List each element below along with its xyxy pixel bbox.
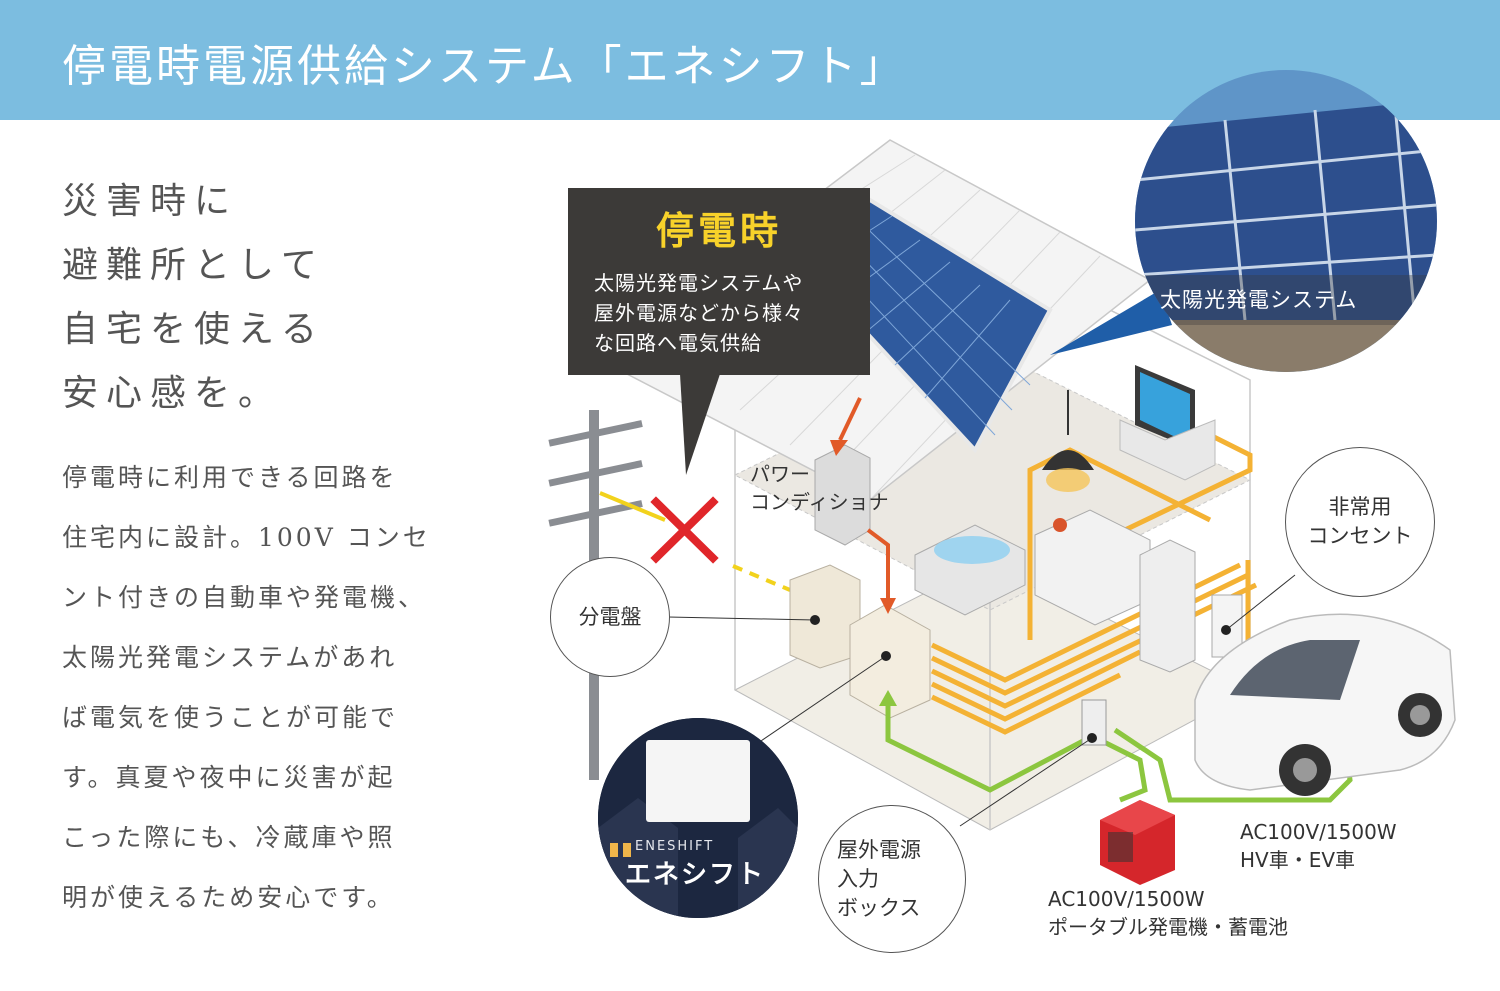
distribution-board-label: 分電盤 [550, 557, 670, 677]
label-line: ボックス [837, 895, 921, 920]
label-line: 非常用 [1328, 495, 1392, 519]
generator-label: AC100V/1500W ポータブル発電機・蓄電池 [1048, 885, 1288, 941]
pot [1053, 518, 1067, 532]
power-conditioner-label: パワー コンディショナ [750, 460, 889, 516]
product-name: エネシフト [625, 860, 766, 890]
catch-line: 自宅を使える [62, 309, 325, 350]
callout-line: 太陽光発電システムや [594, 271, 804, 295]
grid-line-dashed [732, 564, 791, 592]
page-title: 停電時電源供給システム「エネシフト」 [62, 41, 907, 92]
catch-line: 安心感を。 [62, 373, 283, 414]
solar-photo-caption: 太陽光発電システム [1160, 288, 1358, 312]
description-line: 明が使えるため安心です。 [62, 883, 395, 912]
bathtub-water [934, 536, 1010, 564]
description-line: 住宅内に設計。100V コンセ [62, 523, 431, 552]
catch-line: 災害時に [62, 181, 239, 222]
label-line: 入力 [837, 866, 879, 891]
description-line: 停電時に利用できる回路を [62, 463, 398, 492]
pointer-dot [1087, 733, 1097, 743]
callout-title: 停電時 [655, 209, 782, 253]
cut-cross-icon [650, 496, 719, 564]
lamp-light [1046, 468, 1090, 492]
label-line: コンディショナ [750, 490, 889, 514]
outage-callout: 停電時 太陽光発電システムや 屋外電源などから様々 な回路へ電気供給 [568, 188, 870, 375]
arrow-head [879, 690, 897, 706]
arrow-head [880, 598, 896, 614]
description-line: す。真夏や夜中に災害が起 [62, 763, 396, 792]
label-line: AC100V/1500W [1240, 820, 1397, 844]
description-line: ば電気を使うことが可能で [62, 703, 399, 732]
grid-line [599, 491, 666, 522]
pointer-dot [810, 615, 820, 625]
label-line: HV車・EV車 [1240, 848, 1356, 872]
vehicle-label: AC100V/1500W HV車・EV車 [1240, 818, 1397, 874]
callout-line: 屋外電源などから様々 [594, 301, 804, 325]
description-line: ント付きの自動車や発電機、 [62, 583, 427, 612]
photo-pointer [1050, 290, 1172, 355]
callout-line: な回路へ電気供給 [594, 331, 762, 355]
outdoor-input-label: 屋外電源 入力 ボックス [818, 805, 966, 953]
product-brand: ENESHIFT [635, 839, 715, 854]
label-line: 分電盤 [578, 604, 642, 629]
refrigerator [1139, 539, 1196, 673]
car [1194, 613, 1456, 796]
pointer-lines [667, 574, 1296, 827]
description-line: こった際にも、冷蔵庫や照 [62, 823, 396, 852]
label-line: コンセント [1307, 524, 1413, 548]
catch-copy: 災害時に 避難所として 自宅を使える 安心感を。 [62, 170, 382, 426]
arrow-head [830, 440, 848, 456]
label-line: パワー [750, 462, 810, 486]
emergency-outlet-label: 非常用 コンセント [1285, 447, 1435, 597]
description-line: 太陽光発電システムがあれ [62, 643, 398, 672]
tv-screen [1140, 372, 1190, 444]
catch-line: 避難所として [62, 245, 325, 286]
tv-stand [1119, 419, 1216, 481]
callout-body: 太陽光発電システムや 屋外電源などから様々 な回路へ電気供給 [594, 268, 864, 358]
solar-photo [1135, 70, 1437, 372]
pointer-dot [881, 651, 891, 661]
label-line: ポータブル発電機・蓄電池 [1048, 915, 1288, 939]
lamp [1042, 450, 1094, 470]
label-line: AC100V/1500W [1048, 887, 1205, 911]
portable-generator [1100, 800, 1175, 885]
dc-flow-arrow [838, 397, 890, 600]
label-line: 屋外電源 [837, 837, 921, 862]
product-photo [598, 718, 798, 918]
callout-pointer [680, 374, 720, 475]
pointer-dot [1221, 625, 1231, 635]
description: 停電時に利用できる回路を 住宅内に設計。100V コンセ ント付きの自動車や発電… [62, 448, 482, 928]
